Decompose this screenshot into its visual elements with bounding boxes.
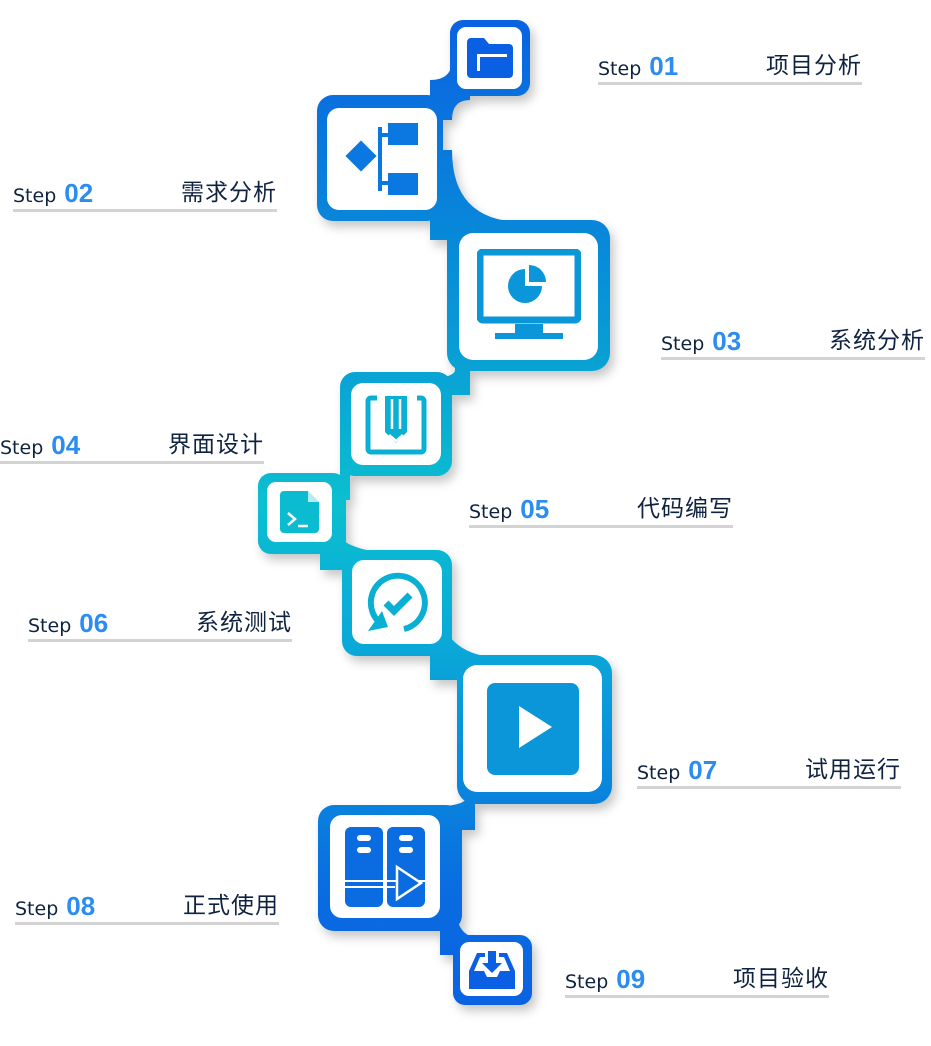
- server-deploy-icon: [345, 826, 425, 907]
- step-title: 代码编写: [637, 496, 733, 522]
- step-text: Step: [598, 58, 642, 80]
- step-text: Step: [15, 898, 59, 920]
- step-text: Step: [637, 762, 681, 784]
- step-number: 01: [649, 51, 679, 81]
- refresh-check-icon: [367, 572, 428, 632]
- step-06-label: Step 06 系统测试: [28, 607, 292, 642]
- monitor-pie-chart-icon: [476, 248, 581, 339]
- step-05-tile: [267, 482, 332, 542]
- flowchart-icon: [345, 123, 418, 195]
- step-02-label: Step 02 需求分析: [13, 177, 277, 212]
- step-08-label: Step 08 正式使用: [15, 890, 279, 925]
- step-text: Step: [28, 615, 72, 637]
- play-icon: [486, 682, 579, 775]
- step-number: 09: [616, 964, 646, 994]
- step-03-label: Step 03 系统分析: [661, 325, 925, 360]
- step-text: Step: [0, 437, 44, 459]
- step-title: 系统测试: [196, 610, 292, 636]
- step-text: Step: [661, 333, 705, 355]
- step-04-tile: [351, 383, 441, 465]
- step-01-tile: [457, 27, 522, 89]
- step-text: Step: [565, 971, 609, 993]
- step-07-tile: [463, 665, 602, 792]
- step-text: Step: [469, 501, 513, 523]
- code-file-icon: [279, 491, 319, 533]
- step-07-label: Step 07 试用运行: [637, 754, 901, 789]
- step-title: 项目分析: [766, 53, 862, 79]
- step-05-label: Step 05 代码编写: [469, 493, 733, 528]
- step-title: 需求分析: [181, 180, 277, 206]
- step-09-tile: [460, 942, 523, 996]
- step-06-tile: [352, 560, 442, 644]
- design-pencil-icon: [365, 395, 427, 455]
- step-08-tile: [330, 815, 440, 918]
- folder-icon: [466, 38, 513, 78]
- step-number: 03: [712, 326, 742, 356]
- step-03-tile: [459, 233, 598, 360]
- step-number: 04: [51, 430, 81, 460]
- step-number: 08: [66, 891, 96, 921]
- step-number: 02: [64, 178, 94, 208]
- step-01-label: Step 01 项目分析: [598, 50, 862, 85]
- step-title: 项目验收: [733, 966, 829, 992]
- step-title: 正式使用: [183, 893, 279, 919]
- inbox-download-icon: [468, 951, 515, 989]
- step-number: 07: [688, 755, 718, 785]
- step-number: 06: [79, 608, 109, 638]
- step-09-label: Step 09 项目验收: [565, 963, 829, 998]
- step-02-tile: [327, 108, 437, 210]
- step-04-label: Step 04 界面设计: [0, 429, 264, 464]
- step-title: 界面设计: [168, 432, 264, 458]
- step-number: 05: [520, 494, 550, 524]
- step-title: 试用运行: [805, 757, 901, 783]
- step-text: Step: [13, 185, 57, 207]
- step-title: 系统分析: [829, 328, 925, 354]
